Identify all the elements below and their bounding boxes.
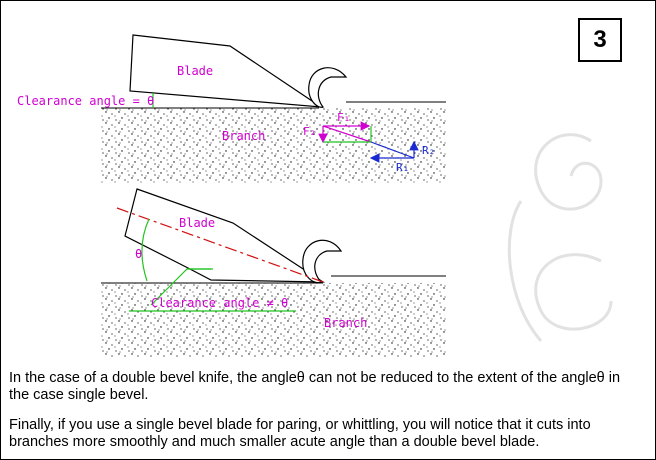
bottom-blade-shape xyxy=(124,188,326,283)
bottom-theta-label: θ xyxy=(135,247,142,261)
bottom-bevel-centerline xyxy=(116,207,324,283)
top-branch-texture xyxy=(101,108,446,183)
top-clearance-label: Clearance angle = θ xyxy=(17,94,154,108)
bottom-clearance-leader xyxy=(150,268,211,306)
caption-paragraph-1: In the case of a double bevel knife, the… xyxy=(9,370,621,403)
top-force-f2-label: F₂ xyxy=(303,125,316,138)
top-force-f1-label: F₁ xyxy=(337,111,350,124)
bottom-theta-arc xyxy=(141,218,150,282)
top-blade-label: Blade xyxy=(177,64,213,78)
top-blade-shape xyxy=(129,34,324,108)
top-force-r2-label: R₂ xyxy=(422,144,435,157)
bottom-branch-texture xyxy=(101,283,446,357)
top-force-r1-label: R₁ xyxy=(396,161,409,174)
top-force-resultant xyxy=(322,125,372,143)
bottom-clearance-label: Clearance angle ≠ θ xyxy=(151,296,288,310)
bottom-blade-label: Blade xyxy=(179,216,215,230)
top-force-reaction-resultant xyxy=(370,141,415,159)
caption-paragraph-2: Finally, if you use a single bevel blade… xyxy=(9,417,591,450)
caption-text: In the case of a double bevel knife, the… xyxy=(9,370,639,459)
step-number-badge: 3 xyxy=(578,18,622,62)
watermark-swirl xyxy=(507,133,613,342)
bottom-branch-label: Branch xyxy=(324,316,367,330)
top-branch-label: Branch xyxy=(222,129,265,143)
top-diagram: Blade Clearance angle = θ Branch F₁ F₂ R… xyxy=(17,34,446,183)
bottom-diagram: Blade θ Clearance angle ≠ θ Branch xyxy=(101,188,446,357)
bottom-wood-chip xyxy=(302,239,343,284)
top-wood-chip xyxy=(308,67,348,108)
